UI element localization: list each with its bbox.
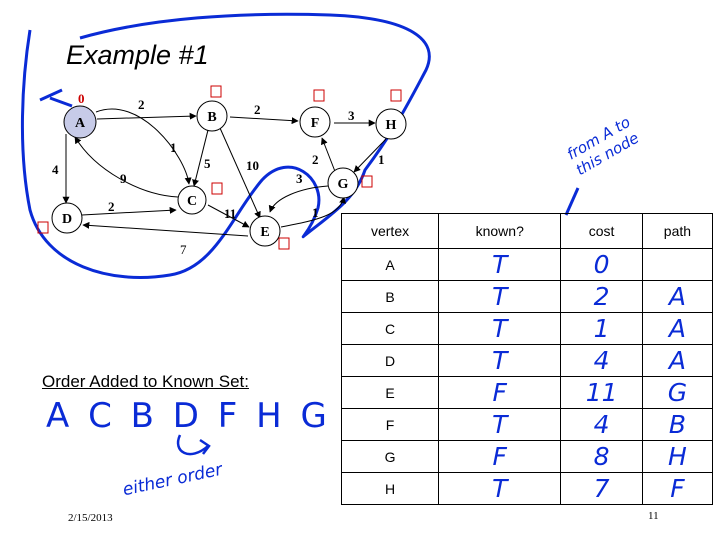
known-cell: T: [438, 344, 562, 377]
cost-cell: 4: [560, 408, 643, 441]
edge-weight-e-g: 1: [312, 205, 319, 220]
table-row: A T 0: [340, 248, 714, 281]
table-row: D T 4 A: [340, 344, 714, 377]
edge-weight-b-e: 10: [246, 158, 259, 173]
svg-text:D: D: [62, 212, 72, 227]
cost-cell: 2: [560, 280, 643, 313]
graph-node-c: C: [177, 185, 207, 215]
order-sequence: A C B D F H G: [46, 396, 331, 436]
start-cost-label: 0: [78, 91, 85, 106]
graph-node-b: B: [196, 100, 228, 132]
cost-cell: 7: [560, 472, 643, 505]
dijkstra-table: vertex known? cost path A T 0 B T 2 A C …: [340, 213, 714, 505]
edge-weight-a-d: 4: [52, 162, 59, 177]
edge-weight-c-e: 11: [224, 206, 236, 221]
table-header-known: known?: [438, 213, 562, 249]
edge-weight-a-c: 1: [170, 140, 177, 155]
known-cell: T: [438, 248, 562, 281]
graph-node-h: H: [375, 108, 407, 140]
order-heading: Order Added to Known Set:: [42, 372, 249, 391]
vertex-cell: D: [340, 344, 440, 377]
edge-weight-g-f: 2: [312, 152, 319, 167]
known-cell: T: [438, 408, 562, 441]
table-header-vertex: vertex: [340, 213, 440, 249]
known-cell: F: [438, 440, 562, 473]
slide-title: Example #1: [66, 40, 209, 70]
svg-text:H: H: [386, 118, 397, 133]
page-number: 11: [648, 510, 659, 522]
vertex-cell: B: [340, 280, 440, 313]
table-row: C T 1 A: [340, 312, 714, 345]
table-header-path: path: [641, 213, 714, 249]
edge-weight-g-e: 3: [296, 171, 303, 186]
edge-weight-c-a: 9: [120, 171, 127, 186]
known-cell: F: [438, 376, 562, 409]
cost-cell: 11: [560, 376, 643, 409]
path-cell: A: [641, 344, 714, 377]
ink-arrow-stroke: [176, 434, 211, 456]
cost-cell: 4: [560, 344, 643, 377]
known-cell: T: [438, 472, 562, 505]
svg-text:C: C: [187, 194, 197, 209]
table-row: F T 4 B: [340, 408, 714, 441]
table-row: H T 7 F: [340, 472, 714, 505]
edge-weight-e-d: 7: [180, 242, 187, 257]
svg-text:E: E: [260, 225, 269, 240]
ink-tick-stroke: [39, 88, 73, 108]
vertex-cell: A: [340, 248, 440, 281]
path-cell: A: [641, 312, 714, 345]
table-header-cost: cost: [560, 213, 643, 249]
path-cell: B: [641, 408, 714, 441]
vertex-cell: E: [340, 376, 440, 409]
edge-weight-d-c: 2: [108, 199, 115, 214]
graph-node-g: G: [327, 167, 359, 199]
path-cell: F: [641, 472, 714, 505]
vertex-cell: C: [340, 312, 440, 345]
edge-weight-b-f: 2: [254, 102, 261, 117]
cost-cell: 0: [560, 248, 643, 281]
red-marker-boxes: [37, 85, 402, 250]
known-cell: T: [438, 280, 562, 313]
slide-date: 2/15/2013: [68, 512, 113, 524]
graph-node-f: F: [299, 106, 331, 138]
cost-cell: 8: [560, 440, 643, 473]
graph-node-d: D: [51, 202, 83, 234]
edge-weight-a-b: 2: [138, 97, 145, 112]
edge-weight-b-c: 5: [204, 156, 211, 171]
table-row: B T 2 A: [340, 280, 714, 313]
vertex-cell: G: [340, 440, 440, 473]
ink-enclosure-stroke: [20, 12, 431, 279]
path-cell: A: [641, 280, 714, 313]
edge-weight-h-g: 1: [378, 152, 385, 167]
svg-text:F: F: [311, 116, 320, 131]
known-cell: T: [438, 312, 562, 345]
table-row: E F 11 G: [340, 376, 714, 409]
graph-node-a: A: [63, 105, 97, 139]
path-cell: H: [641, 440, 714, 473]
graph-node-e: E: [249, 215, 281, 247]
path-cell: G: [641, 376, 714, 409]
table-row: G F 8 H: [340, 440, 714, 473]
vertex-cell: H: [340, 472, 440, 505]
cost-cell: 1: [560, 312, 643, 345]
vertex-cell: F: [340, 408, 440, 441]
path-cell: [641, 248, 714, 281]
graph-edges: [62, 108, 387, 237]
ink-pointer-stroke: [564, 187, 580, 216]
svg-text:B: B: [207, 110, 216, 125]
edge-weight-f-h: 3: [348, 108, 355, 123]
svg-text:G: G: [338, 177, 349, 192]
svg-text:A: A: [75, 116, 86, 131]
